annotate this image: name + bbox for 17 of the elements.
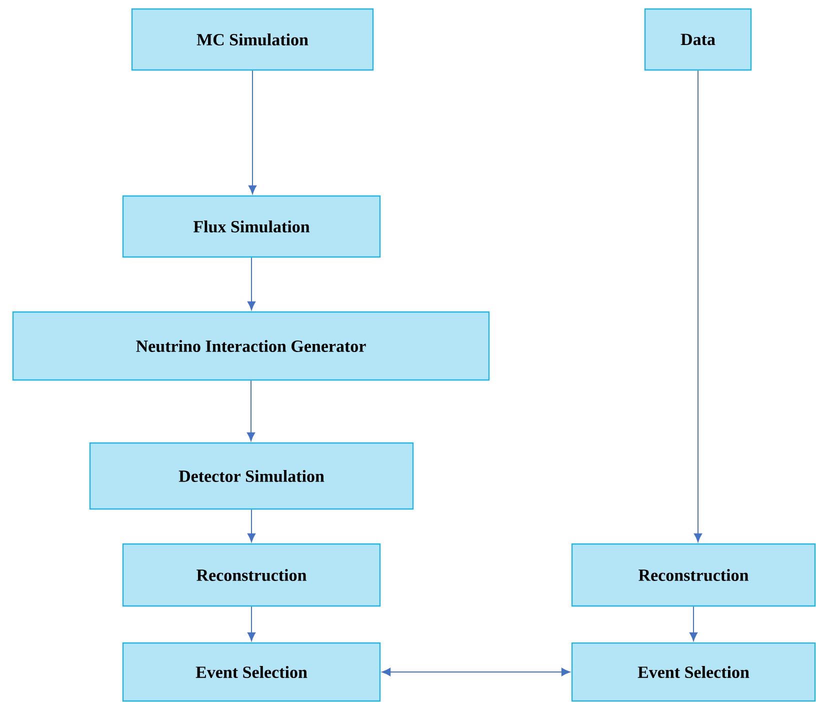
process-box: MC Simulation xyxy=(131,8,374,71)
arrow xyxy=(248,70,257,194)
process-box: Reconstruction xyxy=(571,543,816,607)
arrow xyxy=(246,380,256,442)
arrow xyxy=(694,70,702,542)
arrow xyxy=(247,606,256,642)
process-box: Neutrino Interaction Generator xyxy=(12,311,490,381)
process-box: Detector Simulation xyxy=(89,442,414,510)
arrow xyxy=(247,257,256,310)
process-box: Event Selection xyxy=(571,642,816,702)
process-box: Data xyxy=(644,8,752,71)
arrow xyxy=(689,606,698,642)
process-box: Event Selection xyxy=(122,642,381,702)
arrow xyxy=(382,668,570,676)
arrow xyxy=(247,509,256,542)
process-box: Flux Simulation xyxy=(122,195,381,258)
process-box: Reconstruction xyxy=(122,543,381,607)
